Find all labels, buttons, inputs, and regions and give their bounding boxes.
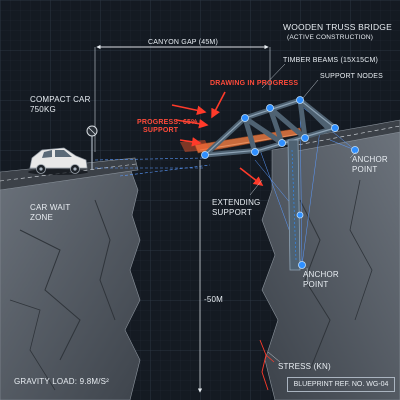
stress-label: STRESS (kN) [278, 362, 331, 371]
projection-lines [94, 157, 211, 177]
title-line1: WOODEN TRUSS BRIDGE [283, 22, 392, 32]
extending-support-label: EXTENDING [212, 198, 261, 207]
compact-car-weight: 750kg [30, 105, 56, 114]
gravity-load-label: GRAVITY LOAD: 9.8m/s² [14, 377, 110, 386]
anchor-point-right-label-2: POINT [352, 165, 378, 174]
car-wait-zone-label: CAR WAIT [30, 203, 71, 212]
car-wait-zone-label-2: ZONE [30, 213, 54, 222]
title-line2: (ACTIVE CONSTRUCTION) [287, 34, 374, 41]
timber-beams-label: TIMBER BEAMS (15x15cm) [283, 57, 379, 64]
blueprint-ref-box: BLUEPRINT REF. NO. WG-04 [287, 377, 395, 392]
progress-label: PROGRESS: 65% [137, 119, 198, 126]
anchor-point-bottom-label-2: POINT [303, 280, 329, 289]
extending-support-label-2: SUPPORT [212, 208, 252, 217]
support-nodes-label: SUPPORT NODES [320, 73, 384, 80]
progress-arrows [171, 91, 264, 186]
compact-car-label: COMPACT CAR [30, 95, 91, 104]
canyon-gap-label: CANYON GAP (45m) [148, 39, 218, 46]
leader-lines [249, 63, 357, 363]
drawing-in-progress-label: DRAWING IN PROGRESS [210, 80, 299, 87]
anchor-point-bottom-label: ANCHOR [303, 270, 339, 279]
right-cliff [259, 129, 400, 400]
anchor-point-right-label: ANCHOR [352, 155, 388, 164]
round-sign-icon [86, 125, 98, 170]
compact-car-icon [28, 147, 88, 175]
progress-support-label: SUPPORT [143, 127, 179, 134]
depth-label: -50m [204, 295, 224, 304]
truss-bridge [180, 96, 359, 271]
left-cliff [0, 167, 141, 400]
